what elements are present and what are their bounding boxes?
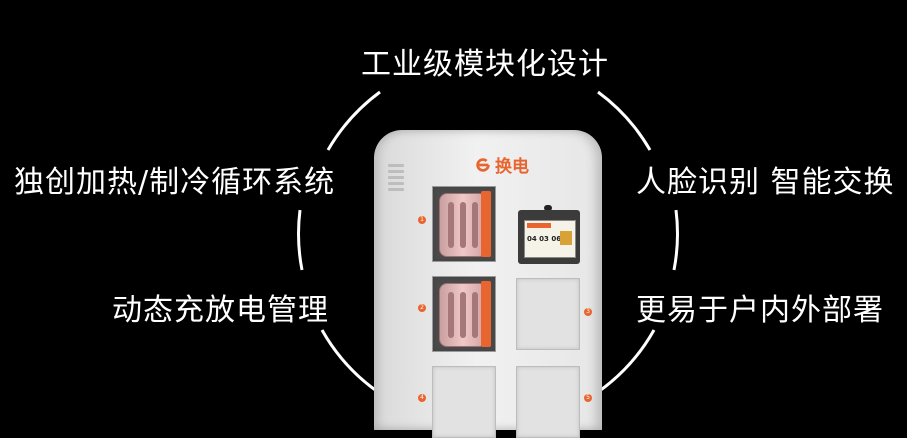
ring-arc-bottom-right: [597, 329, 656, 394]
ring-arc-top-left: [326, 90, 381, 151]
vent-grille: [388, 164, 404, 198]
feature-ring: [297, 90, 679, 394]
qr-code-icon: [560, 231, 572, 245]
battery-pack-icon: [439, 283, 487, 347]
bay-tray: [481, 281, 491, 347]
promo-stage: 工业级模块化设计 独创加热/制冷循环系统 人脸识别 智能交换 动态充放电管理 更…: [14, 47, 895, 438]
screen-header-bar: [527, 223, 551, 228]
touch-screen[interactable]: 04 03 06: [518, 210, 580, 264]
bay-number-3: 3: [584, 308, 592, 316]
feature-heating-cooling: 独创加热/制冷循环系统: [14, 165, 336, 200]
camera-icon: [544, 205, 552, 211]
brand-logo: 换电: [474, 152, 529, 177]
feature-indoor-outdoor: 更易于户内外部署: [636, 293, 884, 328]
bay-4-closed[interactable]: [432, 366, 496, 438]
battery-swap-cabinet: 换电 04 03 06 1 2 3 4: [374, 130, 602, 438]
screen-code: 04 03 06: [527, 235, 562, 243]
e-logo-icon: [476, 157, 490, 172]
brand-name: 换电: [495, 157, 529, 177]
ring-arc-left: [297, 209, 304, 271]
bay-1-open[interactable]: [432, 186, 496, 262]
bay-2-open[interactable]: [432, 276, 496, 352]
bay-number-1: 1: [418, 216, 426, 224]
bay-number-5: 5: [584, 394, 592, 402]
ring-arc-top-right: [597, 90, 652, 151]
feature-charge-management: 动态充放电管理: [112, 293, 329, 328]
bay-tray: [481, 191, 491, 257]
feature-face-recognition: 人脸识别 智能交换: [636, 165, 895, 200]
bay-number-4: 4: [418, 394, 426, 402]
bay-3-closed[interactable]: [516, 278, 580, 350]
bay-number-2: 2: [418, 304, 426, 312]
feature-modular-design: 工业级模块化设计: [361, 47, 609, 82]
screen-display: 04 03 06: [524, 220, 576, 258]
ring-arc-right: [672, 209, 679, 271]
bay-5-closed[interactable]: [516, 366, 580, 438]
battery-pack-icon: [439, 193, 487, 257]
ring-arc-bottom-left: [320, 329, 379, 394]
